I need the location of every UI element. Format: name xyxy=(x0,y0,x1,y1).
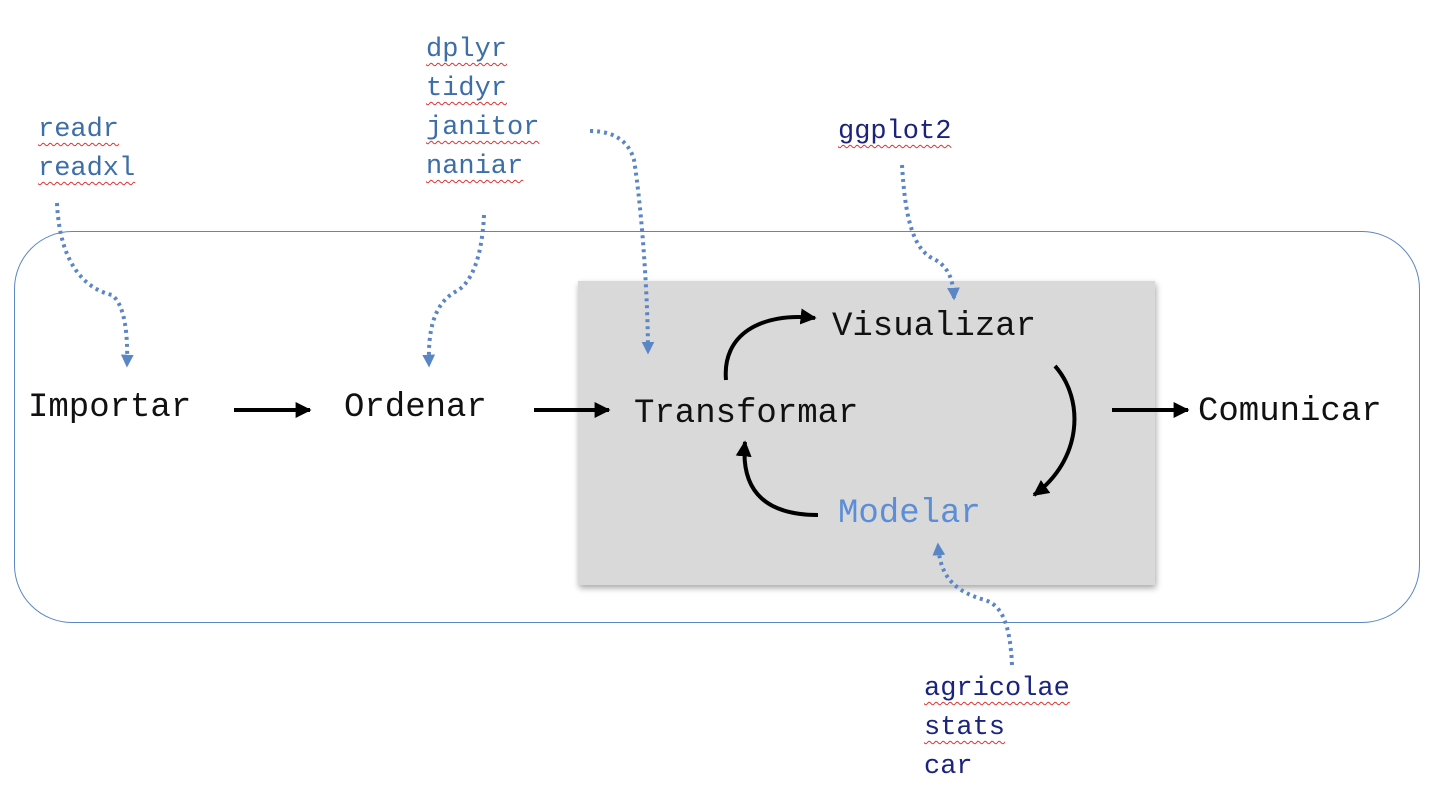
arrow-visualizar-to-modelar xyxy=(1032,364,1077,497)
dotted-arrow-import-packages xyxy=(55,202,134,368)
stage-comunicar: Comunicar xyxy=(1198,393,1382,431)
dotted-arrow-tidy-packages xyxy=(422,214,486,368)
dotted-arrow-visualize-packages xyxy=(900,164,960,301)
stage-ordenar: Ordenar xyxy=(344,389,487,427)
model-packages: agricolae stats car xyxy=(924,670,1070,787)
arrow-transformar-to-visualizar xyxy=(723,308,817,381)
package-readr: readr xyxy=(38,115,120,145)
visualize-packages: ggplot2 xyxy=(838,113,951,152)
package-readxl: readxl xyxy=(38,154,136,184)
stage-modelar: Modelar xyxy=(838,495,981,533)
package-tidyr: tidyr xyxy=(426,74,508,104)
stage-transformar: Transformar xyxy=(634,395,859,433)
import-packages: readr readxl xyxy=(38,111,135,189)
stage-visualizar: Visualizar xyxy=(832,308,1037,346)
dotted-arrow-transform-packages xyxy=(589,129,655,355)
arrow-modelar-to-transformar xyxy=(735,440,819,517)
package-janitor: janitor xyxy=(426,113,540,143)
stage-importar: Importar xyxy=(28,389,192,427)
package-ggplot2: ggplot2 xyxy=(838,117,952,147)
package-agricolae: agricolae xyxy=(924,674,1070,704)
package-dplyr: dplyr xyxy=(426,35,508,65)
transform-cycle-panel xyxy=(578,281,1155,585)
package-car: car xyxy=(924,752,973,782)
package-naniar: naniar xyxy=(426,152,524,182)
tidy-packages: dplyr tidyr janitor naniar xyxy=(426,31,539,187)
package-stats: stats xyxy=(924,713,1006,743)
dotted-arrow-model-packages xyxy=(932,542,1014,666)
